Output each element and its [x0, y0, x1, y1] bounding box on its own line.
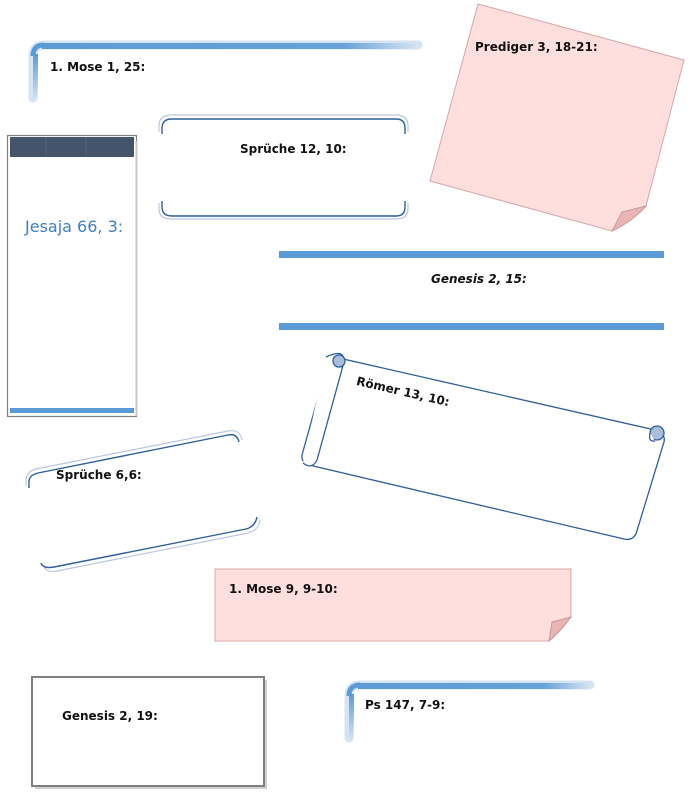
label-jesaja: Jesaja 66, 3:: [25, 217, 124, 236]
sticky-note-mose-9: [214, 568, 573, 643]
banner-panel-jesaja: [6, 134, 138, 418]
framed-box-genesis-2-19: [31, 676, 267, 789]
scroll-shape-roemer: [301, 352, 665, 541]
bracket-box-sprueche-6-6: [25, 430, 261, 573]
sticky-note-prediger: [429, 3, 685, 233]
label-psalm: Ps 147, 7-9:: [365, 698, 446, 712]
label-mose-9: 1. Mose 9, 9-10:: [229, 582, 338, 596]
label-sprueche-6-6: Sprüche 6,6:: [56, 468, 142, 482]
bracket-box-sprueche-12-10: [158, 114, 409, 220]
bracket-shape-mose-1-25: [28, 40, 423, 103]
bracket-shape-psalm: [344, 680, 595, 743]
label-prediger: Prediger 3, 18-21:: [475, 40, 598, 54]
label-genesis-2-15: Genesis 2, 15:: [431, 272, 527, 286]
label-sprueche-12-10: Sprüche 12, 10:: [240, 142, 347, 156]
label-genesis-2-19: Genesis 2, 19:: [62, 709, 158, 723]
label-mose-1-25: 1. Mose 1, 25:: [50, 60, 146, 74]
double-bar-genesis-2-15: [279, 251, 664, 330]
